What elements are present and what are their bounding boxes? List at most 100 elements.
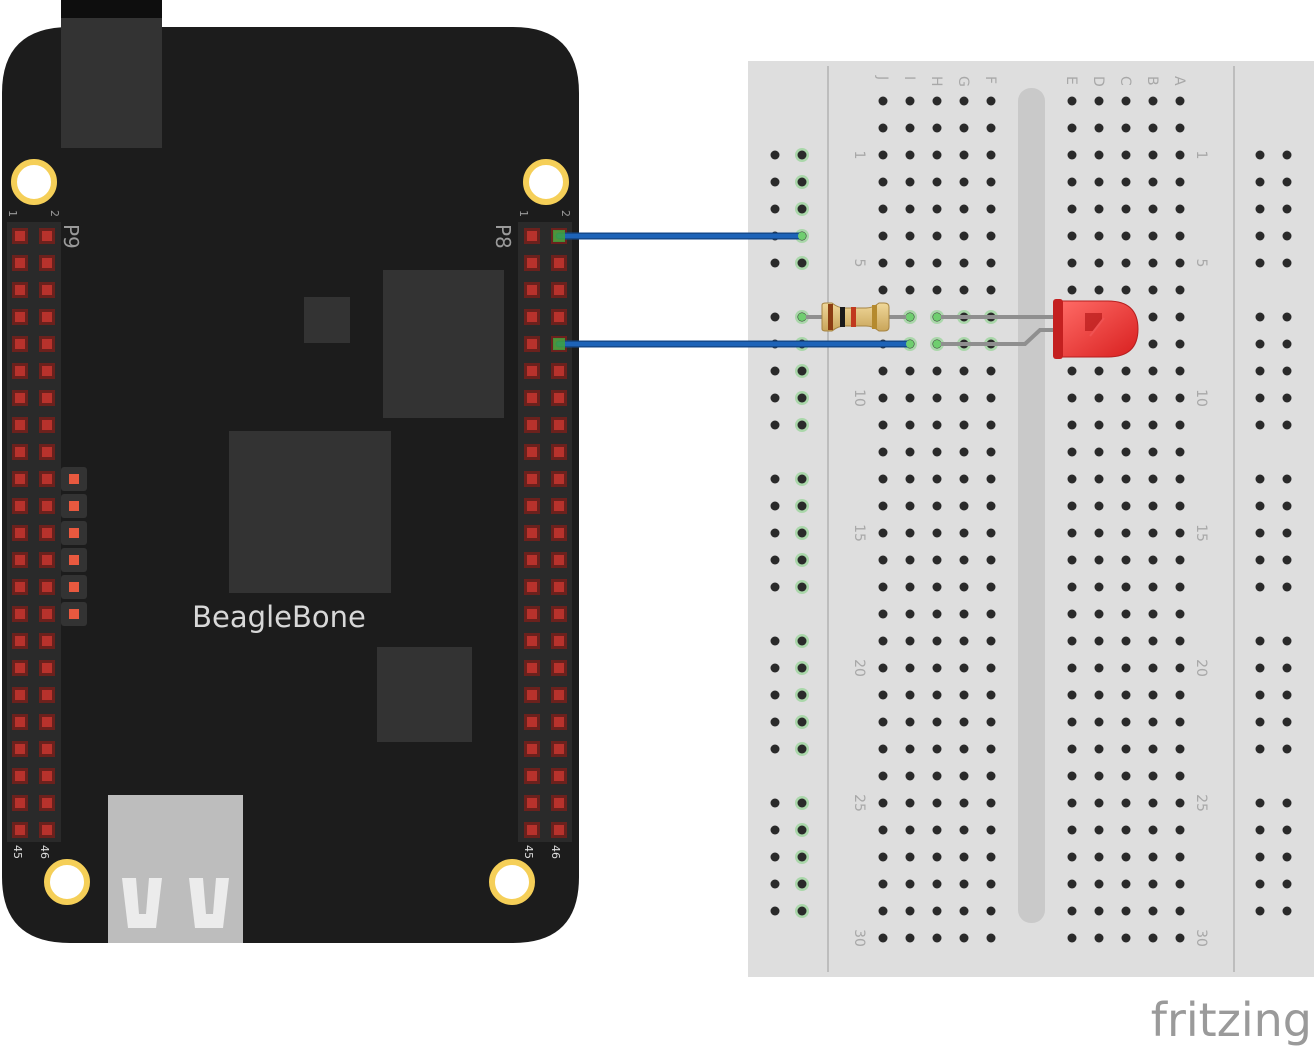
breadboard-hole[interactable] — [905, 474, 915, 484]
breadboard-hole[interactable] — [905, 231, 915, 241]
breadboard-hole[interactable] — [986, 393, 996, 403]
breadboard-hole[interactable] — [1148, 528, 1158, 538]
breadboard-hole[interactable] — [1094, 906, 1104, 916]
breadboard-hole[interactable] — [959, 447, 969, 457]
breadboard-hole[interactable] — [1148, 852, 1158, 862]
breadboard-hole[interactable] — [932, 501, 942, 511]
breadboard-hole[interactable] — [986, 528, 996, 538]
breadboard-hole[interactable] — [1067, 555, 1077, 565]
breadboard-hole[interactable] — [878, 204, 888, 214]
breadboard-hole[interactable] — [1094, 582, 1104, 592]
breadboard-hole[interactable] — [1255, 420, 1265, 430]
breadboard-hole[interactable] — [878, 285, 888, 295]
breadboard-hole[interactable] — [1255, 663, 1265, 673]
breadboard-hole[interactable] — [1121, 798, 1131, 808]
breadboard-hole[interactable] — [1175, 825, 1185, 835]
breadboard-hole[interactable] — [1067, 447, 1077, 457]
breadboard-hole[interactable] — [770, 879, 780, 889]
breadboard-hole[interactable] — [905, 285, 915, 295]
breadboard-hole[interactable] — [1121, 150, 1131, 160]
breadboard-hole[interactable] — [797, 393, 807, 403]
wire[interactable] — [553, 338, 914, 350]
breadboard-hole[interactable] — [1282, 717, 1292, 727]
breadboard-hole[interactable] — [1282, 798, 1292, 808]
breadboard-hole[interactable] — [1121, 366, 1131, 376]
breadboard-hole[interactable] — [986, 204, 996, 214]
breadboard-hole[interactable] — [905, 123, 915, 133]
breadboard-hole[interactable] — [1148, 555, 1158, 565]
breadboard-hole[interactable] — [797, 717, 807, 727]
breadboard-hole[interactable] — [959, 798, 969, 808]
breadboard-hole[interactable] — [986, 744, 996, 754]
breadboard-hole[interactable] — [986, 717, 996, 727]
breadboard-hole[interactable] — [1255, 393, 1265, 403]
breadboard-hole[interactable] — [905, 204, 915, 214]
breadboard-hole[interactable] — [1121, 636, 1131, 646]
breadboard-hole[interactable] — [986, 366, 996, 376]
breadboard-hole[interactable] — [905, 501, 915, 511]
breadboard-hole[interactable] — [959, 879, 969, 889]
breadboard-hole[interactable] — [1094, 420, 1104, 430]
breadboard-hole[interactable] — [1175, 933, 1185, 943]
breadboard-hole[interactable] — [959, 258, 969, 268]
breadboard-hole[interactable] — [1121, 393, 1131, 403]
breadboard-hole[interactable] — [905, 582, 915, 592]
breadboard-hole[interactable] — [1094, 501, 1104, 511]
breadboard-hole[interactable] — [1148, 798, 1158, 808]
breadboard-hole[interactable] — [1067, 663, 1077, 673]
breadboard-hole[interactable] — [1067, 879, 1077, 889]
breadboard-hole[interactable] — [932, 906, 942, 916]
breadboard-hole[interactable] — [770, 636, 780, 646]
breadboard-hole[interactable] — [1067, 177, 1077, 187]
breadboard-hole[interactable] — [905, 852, 915, 862]
breadboard-hole[interactable] — [1067, 744, 1077, 754]
breadboard-hole[interactable] — [959, 663, 969, 673]
breadboard-hole[interactable] — [1148, 582, 1158, 592]
breadboard-hole[interactable] — [878, 744, 888, 754]
breadboard-hole[interactable] — [1255, 555, 1265, 565]
breadboard-hole[interactable] — [1121, 717, 1131, 727]
breadboard-hole[interactable] — [986, 690, 996, 700]
breadboard-hole[interactable] — [797, 906, 807, 916]
breadboard-hole[interactable] — [1175, 636, 1185, 646]
breadboard-hole[interactable] — [959, 528, 969, 538]
breadboard-hole[interactable] — [1255, 501, 1265, 511]
breadboard-hole[interactable] — [770, 258, 780, 268]
breadboard-hole[interactable] — [932, 285, 942, 295]
breadboard-hole[interactable] — [1067, 798, 1077, 808]
breadboard-hole[interactable] — [878, 933, 888, 943]
breadboard-hole[interactable] — [1121, 879, 1131, 889]
red-led[interactable] — [933, 299, 1139, 359]
breadboard-hole[interactable] — [1148, 96, 1158, 106]
breadboard-hole[interactable] — [1121, 177, 1131, 187]
breadboard-hole[interactable] — [959, 204, 969, 214]
breadboard-hole[interactable] — [1094, 663, 1104, 673]
breadboard-hole[interactable] — [959, 906, 969, 916]
breadboard-hole[interactable] — [1094, 852, 1104, 862]
breadboard-hole[interactable] — [959, 933, 969, 943]
breadboard-hole[interactable] — [1067, 690, 1077, 700]
breadboard-hole[interactable] — [1094, 366, 1104, 376]
breadboard-hole[interactable] — [1282, 312, 1292, 322]
breadboard-hole[interactable] — [986, 555, 996, 565]
breadboard-hole[interactable] — [1094, 285, 1104, 295]
breadboard-hole[interactable] — [770, 744, 780, 754]
breadboard-hole[interactable] — [1121, 231, 1131, 241]
breadboard-hole[interactable] — [1175, 879, 1185, 889]
breadboard-hole[interactable] — [797, 177, 807, 187]
breadboard-hole[interactable] — [797, 474, 807, 484]
breadboard-hole[interactable] — [797, 744, 807, 754]
breadboard-hole[interactable] — [959, 771, 969, 781]
breadboard-hole[interactable] — [932, 528, 942, 538]
breadboard-hole[interactable] — [1148, 744, 1158, 754]
breadboard-hole[interactable] — [959, 825, 969, 835]
breadboard-hole[interactable] — [1175, 231, 1185, 241]
breadboard-hole[interactable] — [797, 150, 807, 160]
breadboard-hole[interactable] — [878, 879, 888, 889]
breadboard-hole[interactable] — [1148, 204, 1158, 214]
breadboard-hole[interactable] — [959, 717, 969, 727]
breadboard-hole[interactable] — [1094, 771, 1104, 781]
breadboard-hole[interactable] — [1148, 150, 1158, 160]
breadboard-hole[interactable] — [1282, 420, 1292, 430]
breadboard-hole[interactable] — [932, 96, 942, 106]
